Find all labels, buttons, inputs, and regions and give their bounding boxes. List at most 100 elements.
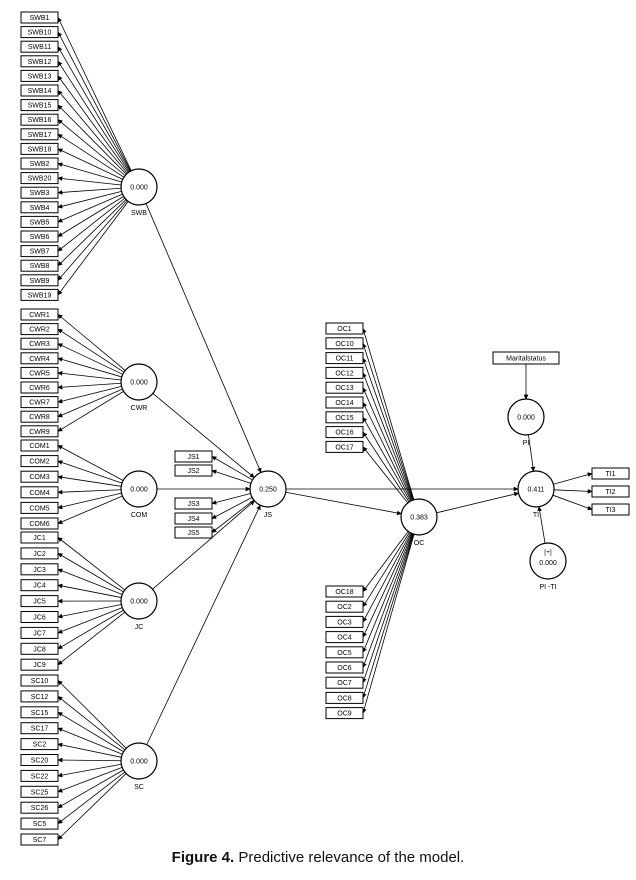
- indicator-box: [20, 642, 59, 655]
- latent-name: TI: [533, 512, 539, 519]
- indicator-swb4: SWB4: [20, 201, 59, 214]
- indicator-box: [20, 11, 59, 24]
- indicator-box: [325, 440, 364, 453]
- indicator-jc6: JC6: [20, 611, 59, 623]
- indicator-box: [20, 785, 59, 798]
- indicator-label: SWB8: [30, 263, 50, 270]
- indicator-oc9: OC9: [325, 707, 364, 720]
- indicator-jc7: JC7: [20, 626, 59, 639]
- loading-oc5: [362, 533, 413, 653]
- indicator-label: JC4: [33, 583, 46, 590]
- indicator-box: [20, 579, 59, 592]
- indicator-oc4: OC4: [325, 631, 364, 644]
- loading-sc22: [57, 763, 122, 778]
- pls-path-model: SWB1SWB10SWB11SWB12SWB13SWB14SWB15SWB16S…: [20, 11, 630, 846]
- indicator-label: SWB1: [30, 15, 50, 22]
- indicator-cwr1: CWR1: [20, 308, 59, 321]
- indicator-cwr5: CWR5: [20, 366, 59, 379]
- indicator-jc9: JC9: [20, 658, 59, 671]
- loading-swb19: [57, 201, 129, 296]
- loading-oc12: [362, 372, 413, 501]
- indicator-js4: JS4: [174, 512, 213, 525]
- indicator-box: [325, 661, 364, 674]
- loading-oc2: [362, 532, 410, 608]
- indicator-box: [20, 801, 59, 814]
- indicator-box: [20, 40, 59, 53]
- indicator-label: SWB12: [28, 59, 52, 66]
- indicator-sc5: SC5: [20, 817, 59, 830]
- loading-js2: [211, 469, 252, 484]
- loading-ti3: [552, 494, 593, 511]
- indicator-box: [325, 646, 364, 659]
- path-cwr-js: [152, 393, 255, 478]
- indicator-jc5: JC5: [20, 595, 59, 608]
- loading-oc4: [362, 533, 412, 638]
- latent-circle: [507, 398, 545, 436]
- latent-circle: [529, 542, 567, 580]
- indicator-label: OC12: [335, 370, 353, 377]
- loading-oc6: [362, 533, 414, 668]
- indicator-label: JS3: [187, 501, 199, 508]
- indicator-label: SC20: [31, 758, 49, 765]
- indicator-box: [591, 503, 630, 516]
- loading-oc16: [362, 431, 410, 503]
- loading-cwr6: [57, 382, 122, 390]
- indicator-box: [174, 512, 213, 525]
- indicator-swb14: SWB14: [20, 84, 59, 97]
- indicator-box: [20, 626, 59, 639]
- indicator-com2: COM2: [20, 455, 59, 468]
- loading-swb15: [57, 104, 127, 175]
- indicator-label: OC7: [337, 680, 352, 687]
- indicator-box: [325, 600, 364, 613]
- indicator-cwr7: CWR7: [20, 396, 59, 409]
- loading-js1: [211, 456, 253, 481]
- latent-circle: [517, 470, 555, 508]
- latent-r2-value: 0.411: [528, 487, 545, 494]
- indicator-swb7: SWB7: [20, 245, 59, 258]
- indicator-maritalstatus: Maritalstatus: [492, 351, 560, 365]
- indicator-label: SWB14: [28, 88, 52, 95]
- indicator-label: SWB2: [30, 161, 50, 168]
- indicator-sc2: SC2: [20, 738, 59, 751]
- latent-circle: [120, 742, 158, 780]
- indicator-label: JC3: [33, 567, 46, 574]
- indicator-box: [325, 631, 364, 644]
- indicator-box: [325, 366, 364, 379]
- indicator-box: [20, 410, 59, 423]
- loading-cwr8: [57, 388, 123, 418]
- indicator-label: OC17: [335, 444, 353, 451]
- path-sc-js: [146, 504, 261, 745]
- loading-sc7: [57, 773, 127, 840]
- indicator-swb10: SWB10: [20, 26, 59, 39]
- indicator-label: OC14: [335, 400, 353, 407]
- indicator-swb13: SWB13: [20, 69, 59, 82]
- loading-swb16: [57, 119, 126, 176]
- indicator-oc14: OC14: [325, 396, 364, 409]
- indicator-label: CWR6: [29, 385, 50, 392]
- indicator-com4: COM4: [20, 486, 59, 499]
- indicator-label: COM5: [29, 505, 49, 512]
- path-pi-ti: [528, 434, 536, 472]
- indicator-label: SWB16: [28, 117, 52, 124]
- indicator-label: TI1: [605, 471, 615, 478]
- indicator-swb17: SWB17: [20, 128, 59, 141]
- latent-name: PI -TI: [539, 584, 556, 591]
- indicator-box: [20, 769, 59, 782]
- indicator-jc1: JC1: [20, 531, 59, 544]
- indicator-oc5: OC5: [325, 646, 364, 659]
- indicator-label: SWB4: [30, 205, 50, 212]
- loading-swb8: [57, 199, 127, 267]
- indicator-label: TI3: [605, 507, 615, 514]
- indicator-swb3: SWB3: [20, 186, 59, 199]
- loading-swb12: [57, 60, 130, 173]
- loading-oc3: [362, 532, 411, 623]
- latent-circle: [120, 470, 158, 508]
- latent-r2-value: 0.000: [130, 759, 148, 766]
- latent-r2-value: 0.000: [517, 415, 535, 422]
- loading-sc15: [57, 711, 124, 753]
- indicator-box: [325, 352, 364, 365]
- indicator-box: [20, 381, 59, 394]
- path-oc-ti: [436, 491, 519, 514]
- indicator-box: [325, 322, 364, 335]
